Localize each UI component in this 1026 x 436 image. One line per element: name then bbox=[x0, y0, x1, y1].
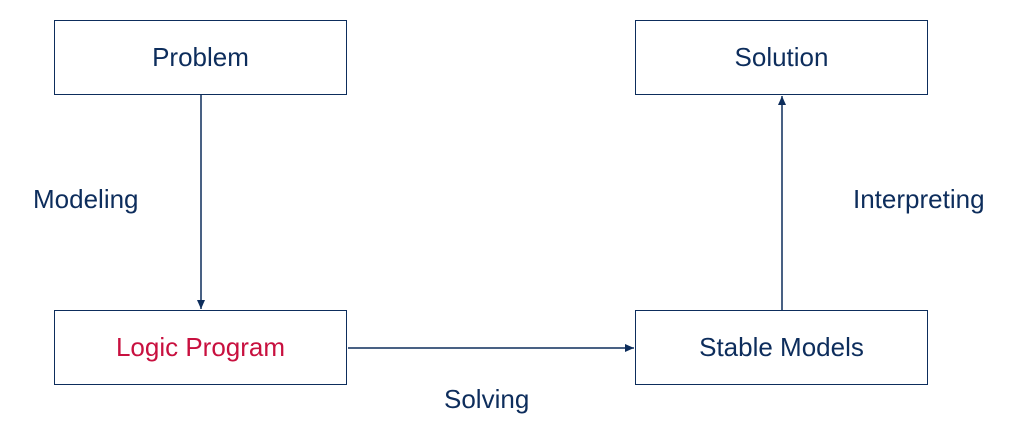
modeling-edge-label: Modeling bbox=[33, 184, 139, 214]
stable-models-label: Stable Models bbox=[699, 332, 864, 362]
logic-program-label: Logic Program bbox=[115, 332, 286, 362]
stable-models-node: Stable Models bbox=[635, 310, 928, 385]
problem-node: Problem bbox=[54, 20, 347, 95]
solving-edge-label: Solving bbox=[444, 384, 530, 414]
problem-label: Problem bbox=[152, 42, 249, 72]
solution-node: Solution bbox=[635, 20, 928, 95]
solution-label: Solution bbox=[734, 42, 829, 72]
interpreting-edge-label: Interpreting bbox=[853, 184, 985, 214]
logic-program-node: Logic Program bbox=[54, 310, 347, 385]
